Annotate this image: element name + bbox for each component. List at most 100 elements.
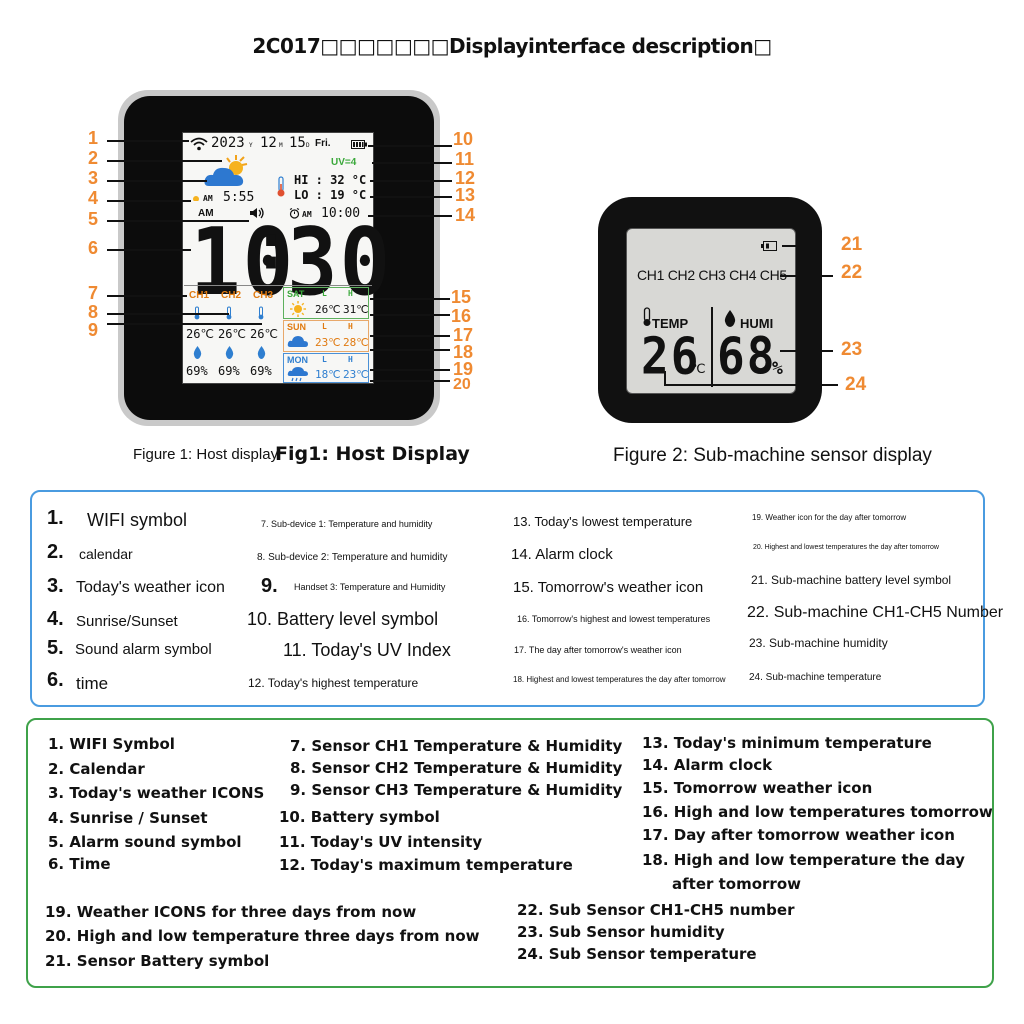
sunrise-time: 5:55 [223, 190, 255, 205]
legend1-item-24: 24. Sub-machine temperature [749, 672, 882, 683]
callout-line-8 [107, 313, 229, 315]
calendar-day: 15 [289, 135, 306, 151]
callout-line-15 [370, 298, 450, 300]
legend2-item-6: 6. Time [48, 855, 111, 873]
ch3-humidity-drop-icon [257, 346, 266, 359]
calendar-month-unit: M [279, 142, 283, 149]
callout-15: 15 [451, 287, 472, 307]
legend-box-translated [30, 490, 985, 707]
forecast-day2-h-label: H [348, 322, 353, 331]
fig1-caption: Figure 1: Host display [133, 446, 279, 463]
calendar-year: 2023 [211, 135, 245, 151]
forecast-day1-h-label: H [348, 289, 353, 298]
callout-24: 24 [845, 374, 867, 395]
legend2-item-15: 15. Tomorrow weather icon [642, 779, 873, 797]
legend1-item-8: 8. Sub-device 2: Temperature and humidit… [257, 552, 448, 563]
callout-11: 11 [455, 149, 475, 169]
legend2-item-7: 7. Sensor CH1 Temperature & Humidity [290, 737, 623, 755]
legend1-item-22: 22. Sub-machine CH1-CH5 Number [747, 604, 1004, 621]
forecast-day3-h-label: H [348, 355, 353, 364]
forecast-day1-box [283, 287, 369, 319]
callout-line-19 [370, 369, 450, 371]
callout-line-7 [107, 295, 187, 297]
ch1-label: CH1 [189, 290, 210, 301]
ch2-thermometer-icon [226, 306, 232, 320]
legend1-item-17: 17. The day after tomorrow's weather ico… [514, 645, 682, 655]
legend1-item-13: 13. Today's lowest temperature [513, 514, 693, 529]
legend1-item-9-num: 9. [261, 575, 278, 597]
thermometer-icon [277, 176, 285, 197]
callout-line-21 [782, 245, 812, 247]
forecast-day1-low: 26℃ [315, 303, 341, 316]
callout-line-4 [107, 200, 191, 202]
callout-18: 18 [453, 342, 474, 362]
uv-index: UV=4 [331, 157, 357, 168]
legend1-item-10: 10. Battery level symbol [247, 609, 439, 629]
alarm-time: 10:00 [321, 206, 361, 221]
callout-16: 16 [451, 306, 472, 326]
callout-line-5 [107, 220, 249, 222]
legend2-item-9: 9. Sensor CH3 Temperature & Humidity [290, 781, 623, 799]
today-high-temp: HI : 32 °C [294, 173, 367, 187]
legend1-item-3-text: Today's weather icon [76, 579, 225, 596]
callout-line-3 [107, 180, 207, 182]
forecast-day1-name: SAT [287, 289, 305, 299]
forecast-day3-l-label: L [322, 355, 327, 364]
ch2-label: CH2 [221, 290, 242, 301]
calendar-month: 12 [260, 135, 277, 151]
legend1-item-14: 14. Alarm clock [511, 546, 613, 563]
callout-13: 13 [455, 185, 476, 205]
alarm-am: AM [302, 210, 312, 219]
legend-box-english [26, 718, 994, 988]
callout-23: 23 [841, 339, 863, 360]
callout-22: 22 [841, 262, 863, 283]
legend2-item-1: 1. WIFI Symbol [48, 735, 175, 753]
legend2-item-10: 10. Battery symbol [279, 808, 440, 826]
time-am-indicator: AM [198, 208, 214, 219]
ch1-humidity-drop-icon [193, 346, 202, 359]
ch3-label: CH3 [253, 290, 274, 301]
legend1-item-2-text: calendar [79, 546, 133, 562]
ch3-humidity: 69% [250, 364, 272, 378]
lcd-divider [184, 285, 372, 286]
ch3-temperature: 26℃ [250, 327, 278, 341]
legend2-item-17: 17. Day after tomorrow weather icon [642, 826, 955, 844]
forecast-day2-box [283, 320, 369, 352]
callout-10: 10 [453, 129, 474, 149]
legend1-item-1-text: WIFI symbol [87, 510, 188, 530]
legend1-item-18: 18. Highest and lowest temperatures the … [513, 675, 726, 684]
sensor-lcd-divider [711, 307, 713, 387]
legend2-item-18-cont: after tomorrow [672, 875, 801, 893]
today-weather-icon [204, 155, 248, 186]
legend1-item-21: 21. Sub-machine battery level symbol [751, 573, 952, 587]
sensor-temperature-unit: ℃ [691, 362, 706, 377]
legend2-item-16: 16. High and low temperatures tomorrow [642, 803, 993, 821]
callout-1: 1 [88, 128, 99, 148]
legend1-item-2-num: 2. [47, 541, 64, 563]
calendar-weekday: Fri. [315, 138, 331, 149]
legend2-item-22: 22. Sub Sensor CH1-CH5 number [517, 901, 795, 919]
sensor-humidity-drop-icon [724, 310, 736, 327]
legend2-item-18: 18. High and low temperature the day [642, 851, 965, 869]
alarm-clock-icon [289, 208, 300, 219]
legend2-item-20: 20. High and low temperature three days … [45, 927, 480, 945]
callout-17: 17 [453, 325, 474, 345]
today-low-temp: LO : 19 °C [294, 188, 367, 202]
forecast-day3-box [283, 353, 369, 383]
ch1-humidity: 69% [186, 364, 208, 378]
sensor-humidity-unit: % [772, 358, 783, 379]
wifi-icon [190, 137, 208, 151]
sensor-humi-label: HUMI [740, 316, 774, 331]
legend2-item-14: 14. Alarm clock [642, 756, 773, 774]
forecast-day3-rain-icon [287, 367, 308, 382]
legend2-item-12: 12. Today's maximum temperature [279, 856, 573, 874]
callout-8: 8 [88, 302, 99, 322]
callout-2: 2 [88, 148, 99, 168]
callout-line-9 [107, 323, 262, 325]
sensor-thermometer-icon [643, 307, 651, 326]
sunrise-icon [193, 196, 199, 201]
speaker-icon [250, 207, 264, 219]
legend1-item-12: 12. Today's highest temperature [248, 676, 419, 690]
ch1-thermometer-icon [194, 306, 200, 320]
callout-line-18 [370, 349, 450, 351]
